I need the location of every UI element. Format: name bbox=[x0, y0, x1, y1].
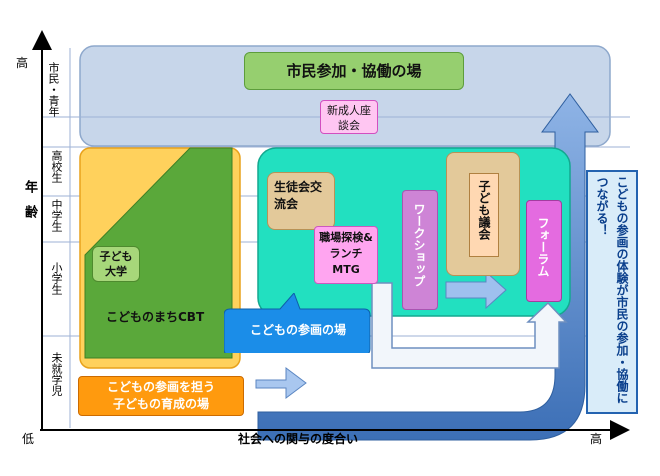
growth-arrow bbox=[257, 93, 599, 441]
kids-council-inner: 子ども議会 bbox=[469, 173, 499, 257]
y-axis-high-label: 高 bbox=[16, 56, 29, 70]
forum-label: フォーラム bbox=[536, 217, 550, 277]
participation-place-label: こどもの参画の場 bbox=[249, 323, 346, 337]
workshop-box: ワークショップ bbox=[402, 190, 438, 310]
age-band-citizen: 市民・青年 bbox=[47, 62, 60, 117]
x-axis-title: 社会への関与の度合い bbox=[238, 432, 359, 446]
student-council-box: 生徒会交流会 bbox=[267, 172, 335, 230]
small-arrow bbox=[255, 367, 307, 399]
participation-place-bubble: こどもの参画の場 bbox=[224, 293, 372, 357]
x-axis-high-label: 高 bbox=[590, 432, 603, 446]
kodomo-machi-label: こどものまちCBT bbox=[106, 310, 205, 324]
y-axis-low-label: 低 bbox=[22, 432, 35, 446]
conclusion-label: こどもの参画の体験が市民の参加・協働につながる！ bbox=[595, 176, 629, 404]
kids-council-outer: 子ども議会 bbox=[446, 152, 520, 276]
nurture-place-box: こどもの参画を担う 子どもの育成の場 bbox=[78, 376, 244, 416]
nurture-place-line2: 子どもの育成の場 bbox=[112, 397, 209, 411]
workshop-label: ワークショップ bbox=[412, 203, 426, 287]
citizen-place-box: 市民参加・協働の場 bbox=[244, 52, 464, 90]
forum-box: フォーラム bbox=[526, 200, 562, 302]
age-band-high-school: 高校生 bbox=[50, 150, 63, 183]
y-axis-title: 年齢 bbox=[22, 180, 37, 230]
new-adult-box: 新成人座談会 bbox=[320, 100, 378, 134]
age-band-elementary: 小学生 bbox=[50, 262, 63, 295]
citizen-band bbox=[79, 45, 611, 147]
conclusion-box: こどもの参画の体験が市民の参加・協働につながる！ bbox=[586, 170, 638, 414]
kodomo-machi-shape bbox=[84, 147, 233, 359]
nurture-place-line1: こどもの参画を担う bbox=[106, 380, 215, 394]
age-band-junior-high: 中学生 bbox=[50, 199, 63, 232]
workshop-forum-arrow bbox=[445, 270, 507, 310]
kodomo-daigaku-box: 子ども大学 bbox=[92, 246, 140, 282]
kids-council-label: 子ども議会 bbox=[477, 180, 491, 240]
connector-arrow bbox=[371, 282, 568, 369]
age-band-preschool: 未就学児 bbox=[50, 352, 63, 396]
career-lunch-box: 職場探検&ランチMTG bbox=[314, 226, 378, 284]
